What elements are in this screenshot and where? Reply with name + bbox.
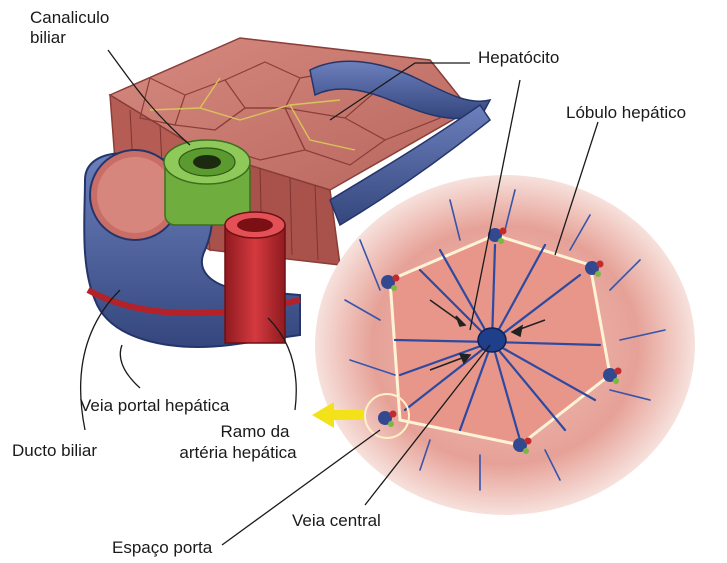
label-veia-central: Veia central bbox=[292, 511, 381, 530]
label-lobulo-hepatico: Lóbulo hepático bbox=[566, 103, 686, 122]
bile-duct bbox=[164, 140, 250, 225]
label-hepatocito: Hepatócito bbox=[478, 48, 559, 67]
label-canaliculo-line2: biliar bbox=[30, 28, 66, 47]
label-ramo-line2: artéria hepática bbox=[158, 443, 318, 462]
label-espaco-porta: Espaço porta bbox=[112, 538, 212, 557]
label-ramo-line1: Ramo da bbox=[195, 422, 315, 441]
label-canaliculo-line1: Canaliculo bbox=[30, 8, 109, 27]
hepatic-lobule bbox=[315, 175, 695, 515]
label-veia-portal-hepatica: Veia portal hepática bbox=[80, 396, 229, 415]
label-ducto-biliar: Ducto biliar bbox=[12, 441, 97, 460]
central-vein bbox=[478, 328, 506, 352]
hepatic-artery-branch bbox=[225, 212, 285, 343]
